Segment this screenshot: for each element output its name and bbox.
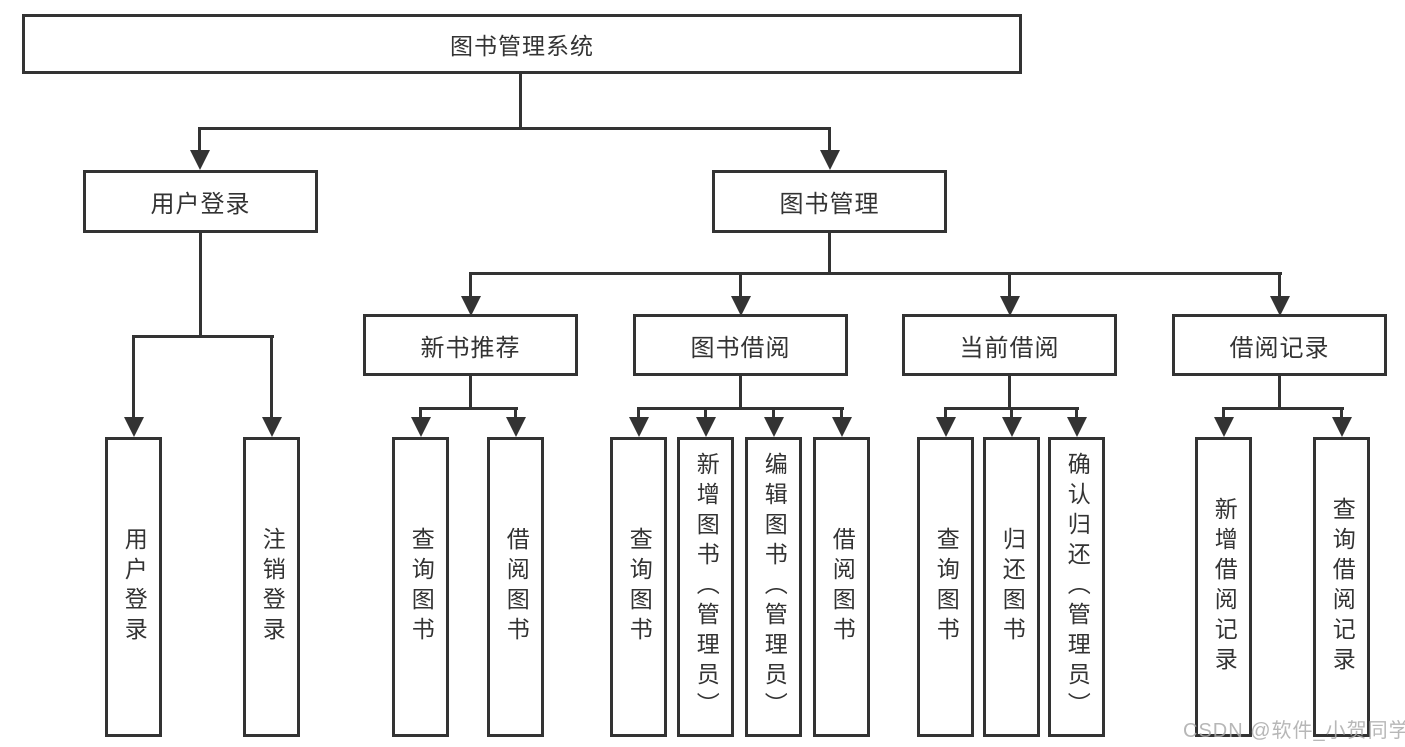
arrowhead-icon — [410, 417, 431, 437]
connector-line — [1340, 407, 1343, 421]
arrowhead-icon — [460, 296, 481, 316]
connector-line — [1010, 407, 1013, 421]
node-label: 查询图书 — [933, 527, 960, 647]
node-user-login: 用户登录 — [83, 170, 318, 233]
connector-line — [1278, 272, 1281, 298]
node-label: 借阅图书 — [503, 527, 530, 647]
connector-line — [828, 127, 831, 153]
connector-line — [1222, 407, 1225, 421]
node-label: 用户登录 — [150, 191, 251, 218]
connector-line — [419, 407, 422, 421]
connector-line — [739, 272, 742, 298]
arrowhead-icon — [628, 417, 649, 437]
node-library-management-system: 图书管理系统 — [22, 14, 1022, 74]
node-label: 编辑图书（管理员） — [761, 452, 788, 722]
connector-line — [469, 376, 472, 407]
node-label: 归还图书 — [999, 527, 1026, 647]
arrowhead-icon — [695, 417, 716, 437]
connector-line — [828, 233, 831, 272]
node-label: 查询借阅记录 — [1329, 497, 1356, 677]
leaf-add-borrow-record: 新增借阅记录 — [1195, 437, 1252, 737]
leaf-add-books-admin: 新增图书（管理员） — [677, 437, 734, 737]
arrowhead-icon — [1001, 417, 1022, 437]
leaf-edit-books-admin: 编辑图书（管理员） — [745, 437, 802, 737]
connector-line — [469, 272, 472, 298]
connector-line — [1075, 407, 1078, 421]
leaf-borrow-books-recommend: 借阅图书 — [487, 437, 544, 737]
connector-line — [519, 74, 522, 127]
csdn-watermark: CSDN @软件_小贺同学 — [1183, 720, 1405, 742]
node-new-book-recommend: 新书推荐 — [363, 314, 578, 376]
arrowhead-icon — [189, 150, 210, 170]
leaf-query-borrow-record: 查询借阅记录 — [1313, 437, 1370, 737]
connector-line — [1222, 407, 1344, 410]
leaf-user-login: 用户登录 — [105, 437, 162, 737]
arrowhead-icon — [123, 417, 144, 437]
connector-line — [840, 407, 843, 421]
connector-line — [270, 335, 273, 419]
connector-line — [1278, 376, 1281, 407]
arrowhead-icon — [730, 296, 751, 316]
leaf-query-books-current: 查询图书 — [917, 437, 974, 737]
node-current-borrow: 当前借阅 — [902, 314, 1117, 376]
arrowhead-icon — [505, 417, 526, 437]
connector-line — [132, 335, 135, 419]
node-book-borrow: 图书借阅 — [633, 314, 848, 376]
leaf-query-books-recommend: 查询图书 — [392, 437, 449, 737]
node-label: 借阅记录 — [1229, 334, 1330, 362]
connector-line — [199, 233, 202, 335]
arrowhead-icon — [1213, 417, 1234, 437]
node-label: 注销登录 — [259, 527, 286, 647]
node-label: 图书管理系统 — [450, 33, 594, 59]
leaf-return-books: 归还图书 — [983, 437, 1040, 737]
arrowhead-icon — [261, 417, 282, 437]
node-borrow-records: 借阅记录 — [1172, 314, 1387, 376]
connector-line — [198, 127, 201, 153]
node-label: 查询图书 — [408, 527, 435, 647]
leaf-borrow-books: 借阅图书 — [813, 437, 870, 737]
arrowhead-icon — [831, 417, 852, 437]
connector-line — [198, 127, 831, 130]
node-label: 当前借阅 — [959, 334, 1060, 362]
node-book-management: 图书管理 — [712, 170, 947, 233]
node-label: 新增图书（管理员） — [693, 452, 720, 722]
connector-line — [772, 407, 775, 421]
connector-line — [419, 407, 518, 410]
connector-line — [637, 407, 640, 421]
connector-line — [1008, 376, 1011, 407]
connector-line — [132, 335, 274, 338]
node-label: 图书管理 — [779, 191, 880, 218]
connector-line — [637, 407, 844, 410]
leaf-confirm-return-admin: 确认归还（管理员） — [1048, 437, 1105, 737]
connector-line — [739, 376, 742, 407]
leaf-query-books-borrow: 查询图书 — [610, 437, 667, 737]
connector-line — [514, 407, 517, 421]
arrowhead-icon — [1331, 417, 1352, 437]
arrowhead-icon — [763, 417, 784, 437]
leaf-logout: 注销登录 — [243, 437, 300, 737]
node-label: 确认归还（管理员） — [1064, 452, 1091, 722]
connector-line — [704, 407, 707, 421]
arrowhead-icon — [1269, 296, 1290, 316]
arrowhead-icon — [999, 296, 1020, 316]
connector-line — [469, 272, 1282, 275]
node-label: 用户登录 — [121, 527, 148, 647]
connector-line — [1008, 272, 1011, 298]
node-label: 借阅图书 — [829, 527, 856, 647]
arrowhead-icon — [819, 150, 840, 170]
node-label: 新书推荐 — [420, 334, 521, 362]
connector-line — [944, 407, 947, 421]
arrowhead-icon — [935, 417, 956, 437]
node-label: 图书借阅 — [690, 334, 791, 362]
node-label: 新增借阅记录 — [1211, 497, 1238, 677]
node-label: 查询图书 — [626, 527, 653, 647]
arrowhead-icon — [1066, 417, 1087, 437]
